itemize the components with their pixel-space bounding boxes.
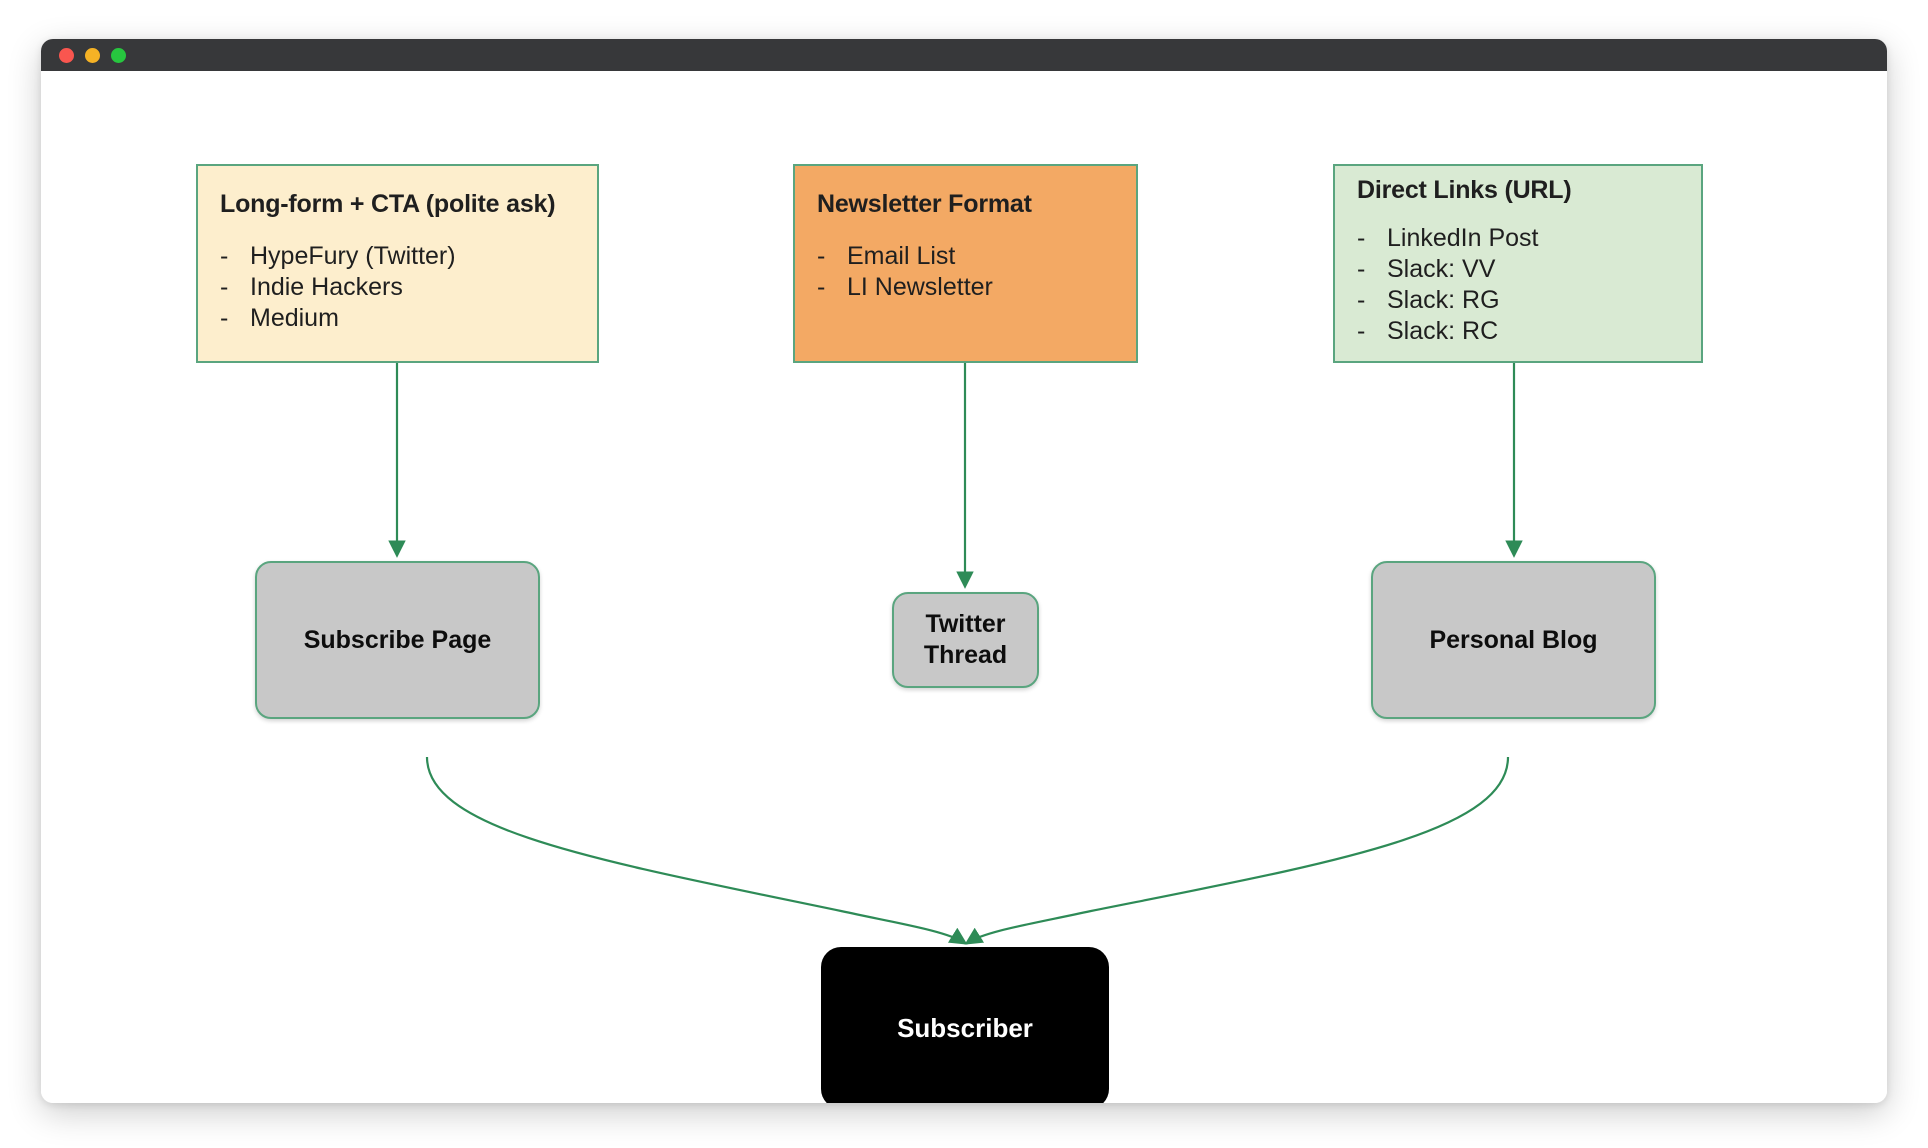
note-title: Newsletter Format xyxy=(817,190,1032,218)
edge-blog-to-subscriber xyxy=(964,756,1510,945)
list-item: - Medium xyxy=(198,303,597,334)
close-button-icon[interactable] xyxy=(59,47,74,63)
window-titlebar[interactable] xyxy=(41,39,1887,71)
bullet-dash: - xyxy=(817,273,826,301)
terminal-subscriber[interactable]: Subscriber xyxy=(821,947,1109,1103)
process-label: Personal Blog xyxy=(1429,625,1598,654)
process-label: Subscribe Page xyxy=(303,625,492,654)
diagram-canvas: Long-form + CTA (polite ask) - HypeFury … xyxy=(41,71,1887,1103)
note-newsletter-format[interactable]: Newsletter Format - Email List - LI News… xyxy=(793,164,1138,363)
bullet-dash: - xyxy=(220,304,229,332)
list-item: - HypeFury (Twitter) xyxy=(198,241,597,272)
terminal-label: Subscriber xyxy=(897,1012,1033,1043)
list-item-label: HypeFury (Twitter) xyxy=(250,242,456,270)
process-personal-blog[interactable]: Personal Blog xyxy=(1371,561,1656,719)
bullet-dash: - xyxy=(817,242,826,270)
list-item-label: Indie Hackers xyxy=(250,273,403,301)
process-label: Twitter Thread xyxy=(924,609,1007,671)
note-item-list: - Email List - LI Newsletter xyxy=(795,241,1136,303)
list-item-label: Slack: VV xyxy=(1387,255,1496,283)
note-direct-links[interactable]: Direct Links (URL) - LinkedIn Post - Sla… xyxy=(1333,164,1703,363)
process-label-line1: Twitter xyxy=(925,610,1006,638)
process-subscribe-page[interactable]: Subscribe Page xyxy=(255,561,540,719)
browser-window: Long-form + CTA (polite ask) - HypeFury … xyxy=(41,39,1887,1103)
process-label-line2: Thread xyxy=(923,641,1008,669)
list-item-label: LI Newsletter xyxy=(847,273,993,301)
list-item: - Slack: RC xyxy=(1335,316,1701,347)
list-item: - LinkedIn Post xyxy=(1335,223,1701,254)
list-item: - Slack: VV xyxy=(1335,254,1701,285)
note-item-list: - LinkedIn Post - Slack: VV - Slack: RG … xyxy=(1335,223,1701,347)
list-item-label: Email List xyxy=(847,242,956,270)
list-item: - LI Newsletter xyxy=(795,272,1136,303)
bullet-dash: - xyxy=(1357,286,1366,314)
list-item-label: Medium xyxy=(250,304,339,332)
bullet-dash: - xyxy=(1357,317,1366,345)
list-item-label: LinkedIn Post xyxy=(1387,224,1539,252)
bullet-dash: - xyxy=(1357,255,1366,283)
process-twitter-thread[interactable]: Twitter Thread xyxy=(892,592,1039,688)
bullet-dash: - xyxy=(220,273,229,301)
list-item: - Email List xyxy=(795,241,1136,272)
bullet-dash: - xyxy=(220,242,229,270)
note-title: Long-form + CTA (polite ask) xyxy=(220,190,556,218)
list-item-label: Slack: RG xyxy=(1387,286,1500,314)
edge-subscribe-to-subscriber xyxy=(425,756,968,945)
list-item: - Indie Hackers xyxy=(198,272,597,303)
note-item-list: - HypeFury (Twitter) - Indie Hackers - M… xyxy=(198,241,597,334)
list-item-label: Slack: RC xyxy=(1387,317,1499,345)
note-long-form-cta[interactable]: Long-form + CTA (polite ask) - HypeFury … xyxy=(196,164,599,363)
minimize-button-icon[interactable] xyxy=(85,47,100,63)
note-title: Direct Links (URL) xyxy=(1357,176,1572,204)
list-item: - Slack: RG xyxy=(1335,285,1701,316)
maximize-button-icon[interactable] xyxy=(111,47,126,63)
bullet-dash: - xyxy=(1357,224,1366,252)
